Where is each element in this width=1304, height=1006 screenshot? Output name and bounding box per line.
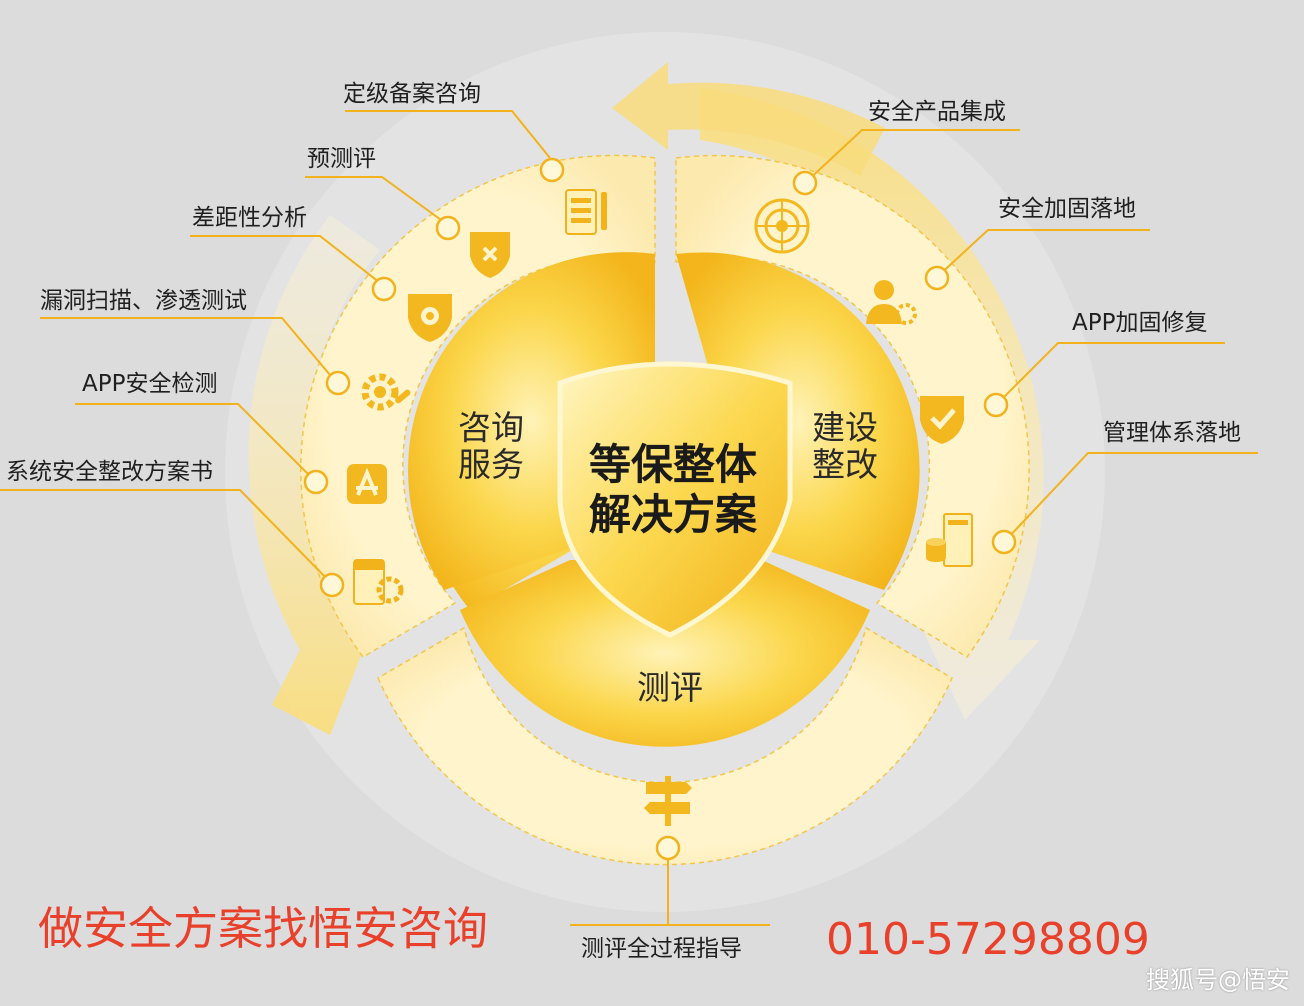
callout-grading-consult: 定级备案咨询 [343, 81, 481, 107]
callout-pre-assessment: 预测评 [307, 146, 376, 172]
connector-dots [303, 157, 1017, 861]
shield-check-icon [920, 396, 964, 444]
gear-wrench-icon [361, 373, 411, 411]
segment-assess-line1: 测评 [637, 668, 703, 707]
callout-full-process-guide: 测评全过程指导 [581, 936, 742, 962]
segment-consult-line1: 咨询 [458, 408, 524, 447]
callout-hardening: 安全加固落地 [998, 196, 1136, 222]
server-gear-icon [353, 559, 404, 605]
callout-product-integration: 安全产品集成 [868, 99, 1006, 125]
center-shield [557, 361, 793, 638]
left-callout-lines [0, 110, 551, 583]
callout-remediation-plan: 系统安全整改方案书 [6, 459, 213, 485]
shield-cross-icon [470, 232, 510, 278]
callout-management-system: 管理体系落地 [1103, 420, 1241, 446]
app-store-icon [347, 464, 387, 504]
segment-build-line1: 建设 [812, 408, 878, 447]
callout-app-hardening: APP加固修复 [1072, 310, 1208, 336]
user-gear-icon [866, 280, 917, 325]
outer-sector-assess [377, 626, 953, 866]
cycle-arrow-left [248, 215, 380, 735]
footer-slogan: 做安全方案找悟安咨询 [38, 902, 489, 955]
inner-sector-assess [460, 560, 870, 747]
segment-consult-line2: 服务 [458, 444, 524, 484]
server-rack-icon [926, 513, 973, 567]
footer-phone: 010-57298809 [826, 914, 1150, 965]
watermark: 搜狐号@悟安 [1146, 966, 1290, 994]
radar-icon [754, 198, 810, 254]
center-title-line1: 等保整体 [588, 440, 757, 489]
bug-shield-icon [408, 294, 452, 342]
center-title-line2: 解决方案 [588, 490, 757, 540]
callout-app-security-test: APP安全检测 [82, 371, 218, 397]
callout-gap-analysis: 差距性分析 [192, 205, 307, 231]
center-title: 等保整体 解决方案 [583, 440, 763, 541]
segment-build-label: 建设 整改 [812, 408, 878, 484]
cycle-arrow-top [612, 62, 885, 176]
callout-vuln-scan: 漏洞扫描、渗透测试 [40, 288, 247, 314]
document-pen-icon [565, 189, 607, 235]
inner-sector-build [676, 252, 920, 590]
cycle-arrow-right [700, 88, 1044, 720]
segment-build-line2: 整改 [812, 444, 878, 484]
segment-assess-label: 测评 [637, 668, 703, 707]
signpost-icon [644, 776, 692, 826]
segment-consult-label: 咨询 服务 [458, 408, 524, 484]
right-callout-lines [803, 129, 1258, 541]
